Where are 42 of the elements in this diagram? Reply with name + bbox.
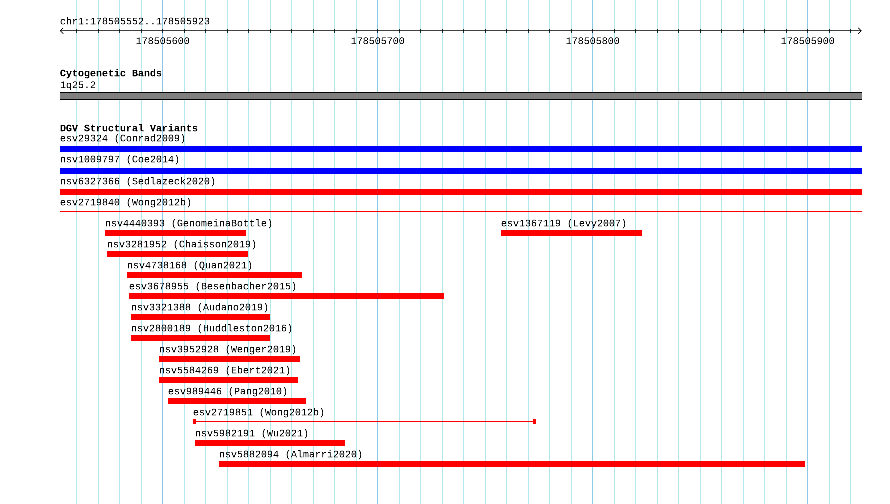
variant-feature: esv2719840 (Wong2012b) <box>60 198 862 212</box>
track-title: DGV Structural Variants <box>60 124 198 132</box>
node-label: esv1367119 (Levy2007) <box>502 219 626 229</box>
variant-feature: nsv1009797 (Coe2014) <box>60 155 862 174</box>
variant-feature: nsv3281952 (Chaisson2019) <box>107 240 256 257</box>
variant-feature: nsv5584269 (Ebert2021) <box>159 366 298 383</box>
coordinate-range: chr1:178505552..178505923 <box>60 17 210 25</box>
node-label: esv29324 (Conrad2009) <box>60 134 185 144</box>
ruler-tick-label: 178505800 <box>566 38 620 44</box>
node-label: nsv3281952 (Chaisson2019) <box>108 240 256 250</box>
variant-feature: nsv6327366 (Sedlazeck2020) <box>60 177 862 195</box>
node-label: esv3678955 (Besenbacher2015) <box>130 282 296 292</box>
node-label: esv989446 (Pang2010) <box>168 387 287 397</box>
node-label: nsv2800189 (Huddleston2016) <box>132 324 292 334</box>
cytogenetic-band: 1q25.2 <box>60 82 862 100</box>
variant-feature: nsv2800189 (Huddleston2016) <box>131 324 292 341</box>
node-label: nsv1009797 (Coe2014) <box>61 155 179 165</box>
variant-feature: esv2719851 (Wong2012b) <box>192 408 536 424</box>
variant-feature: esv989446 (Pang2010) <box>168 387 306 404</box>
variant-feature: nsv5882094 (Almarri2020) <box>219 450 805 467</box>
variant-feature: nsv4738168 (Quan2021) <box>127 261 302 278</box>
node-label: 1q25.2 <box>60 82 96 90</box>
ruler-tick-label: 178505600 <box>136 38 190 44</box>
variant-feature: nsv3321388 (Audano2019) <box>131 303 270 320</box>
variant-feature: esv1367119 (Levy2007) <box>501 219 642 236</box>
track-title: Cytogenetic Bands <box>60 69 162 79</box>
node-label: nsv5982191 (Wu2021) <box>196 429 308 439</box>
node-label: esv2719851 (Wong2012b) <box>194 408 324 418</box>
ruler-tick-label: 178505700 <box>352 38 404 44</box>
node-label: nsv5584269 (Ebert2021) <box>160 366 290 376</box>
node-label: nsv3321388 (Audano2019) <box>132 303 268 313</box>
ruler-tick-label: 178505900 <box>782 38 834 44</box>
variant-feature: nsv5982191 (Wu2021) <box>195 429 345 446</box>
node-label: nsv3952928 (Wenger2019) <box>160 345 296 355</box>
node-label: nsv4738168 (Quan2021) <box>128 261 252 271</box>
node-label: nsv6327366 (Sedlazeck2020) <box>61 177 215 187</box>
node-label: nsv4440393 (GenomeinaBottle) <box>106 219 272 229</box>
node-label: nsv5882094 (Almarri2020) <box>220 450 362 460</box>
variant-feature: nsv4440393 (GenomeinaBottle) <box>105 219 272 236</box>
variant-feature: esv29324 (Conrad2009) <box>60 134 862 152</box>
variant-feature: esv3678955 (Besenbacher2015) <box>129 282 444 299</box>
variant-feature: nsv3952928 (Wenger2019) <box>159 345 300 362</box>
